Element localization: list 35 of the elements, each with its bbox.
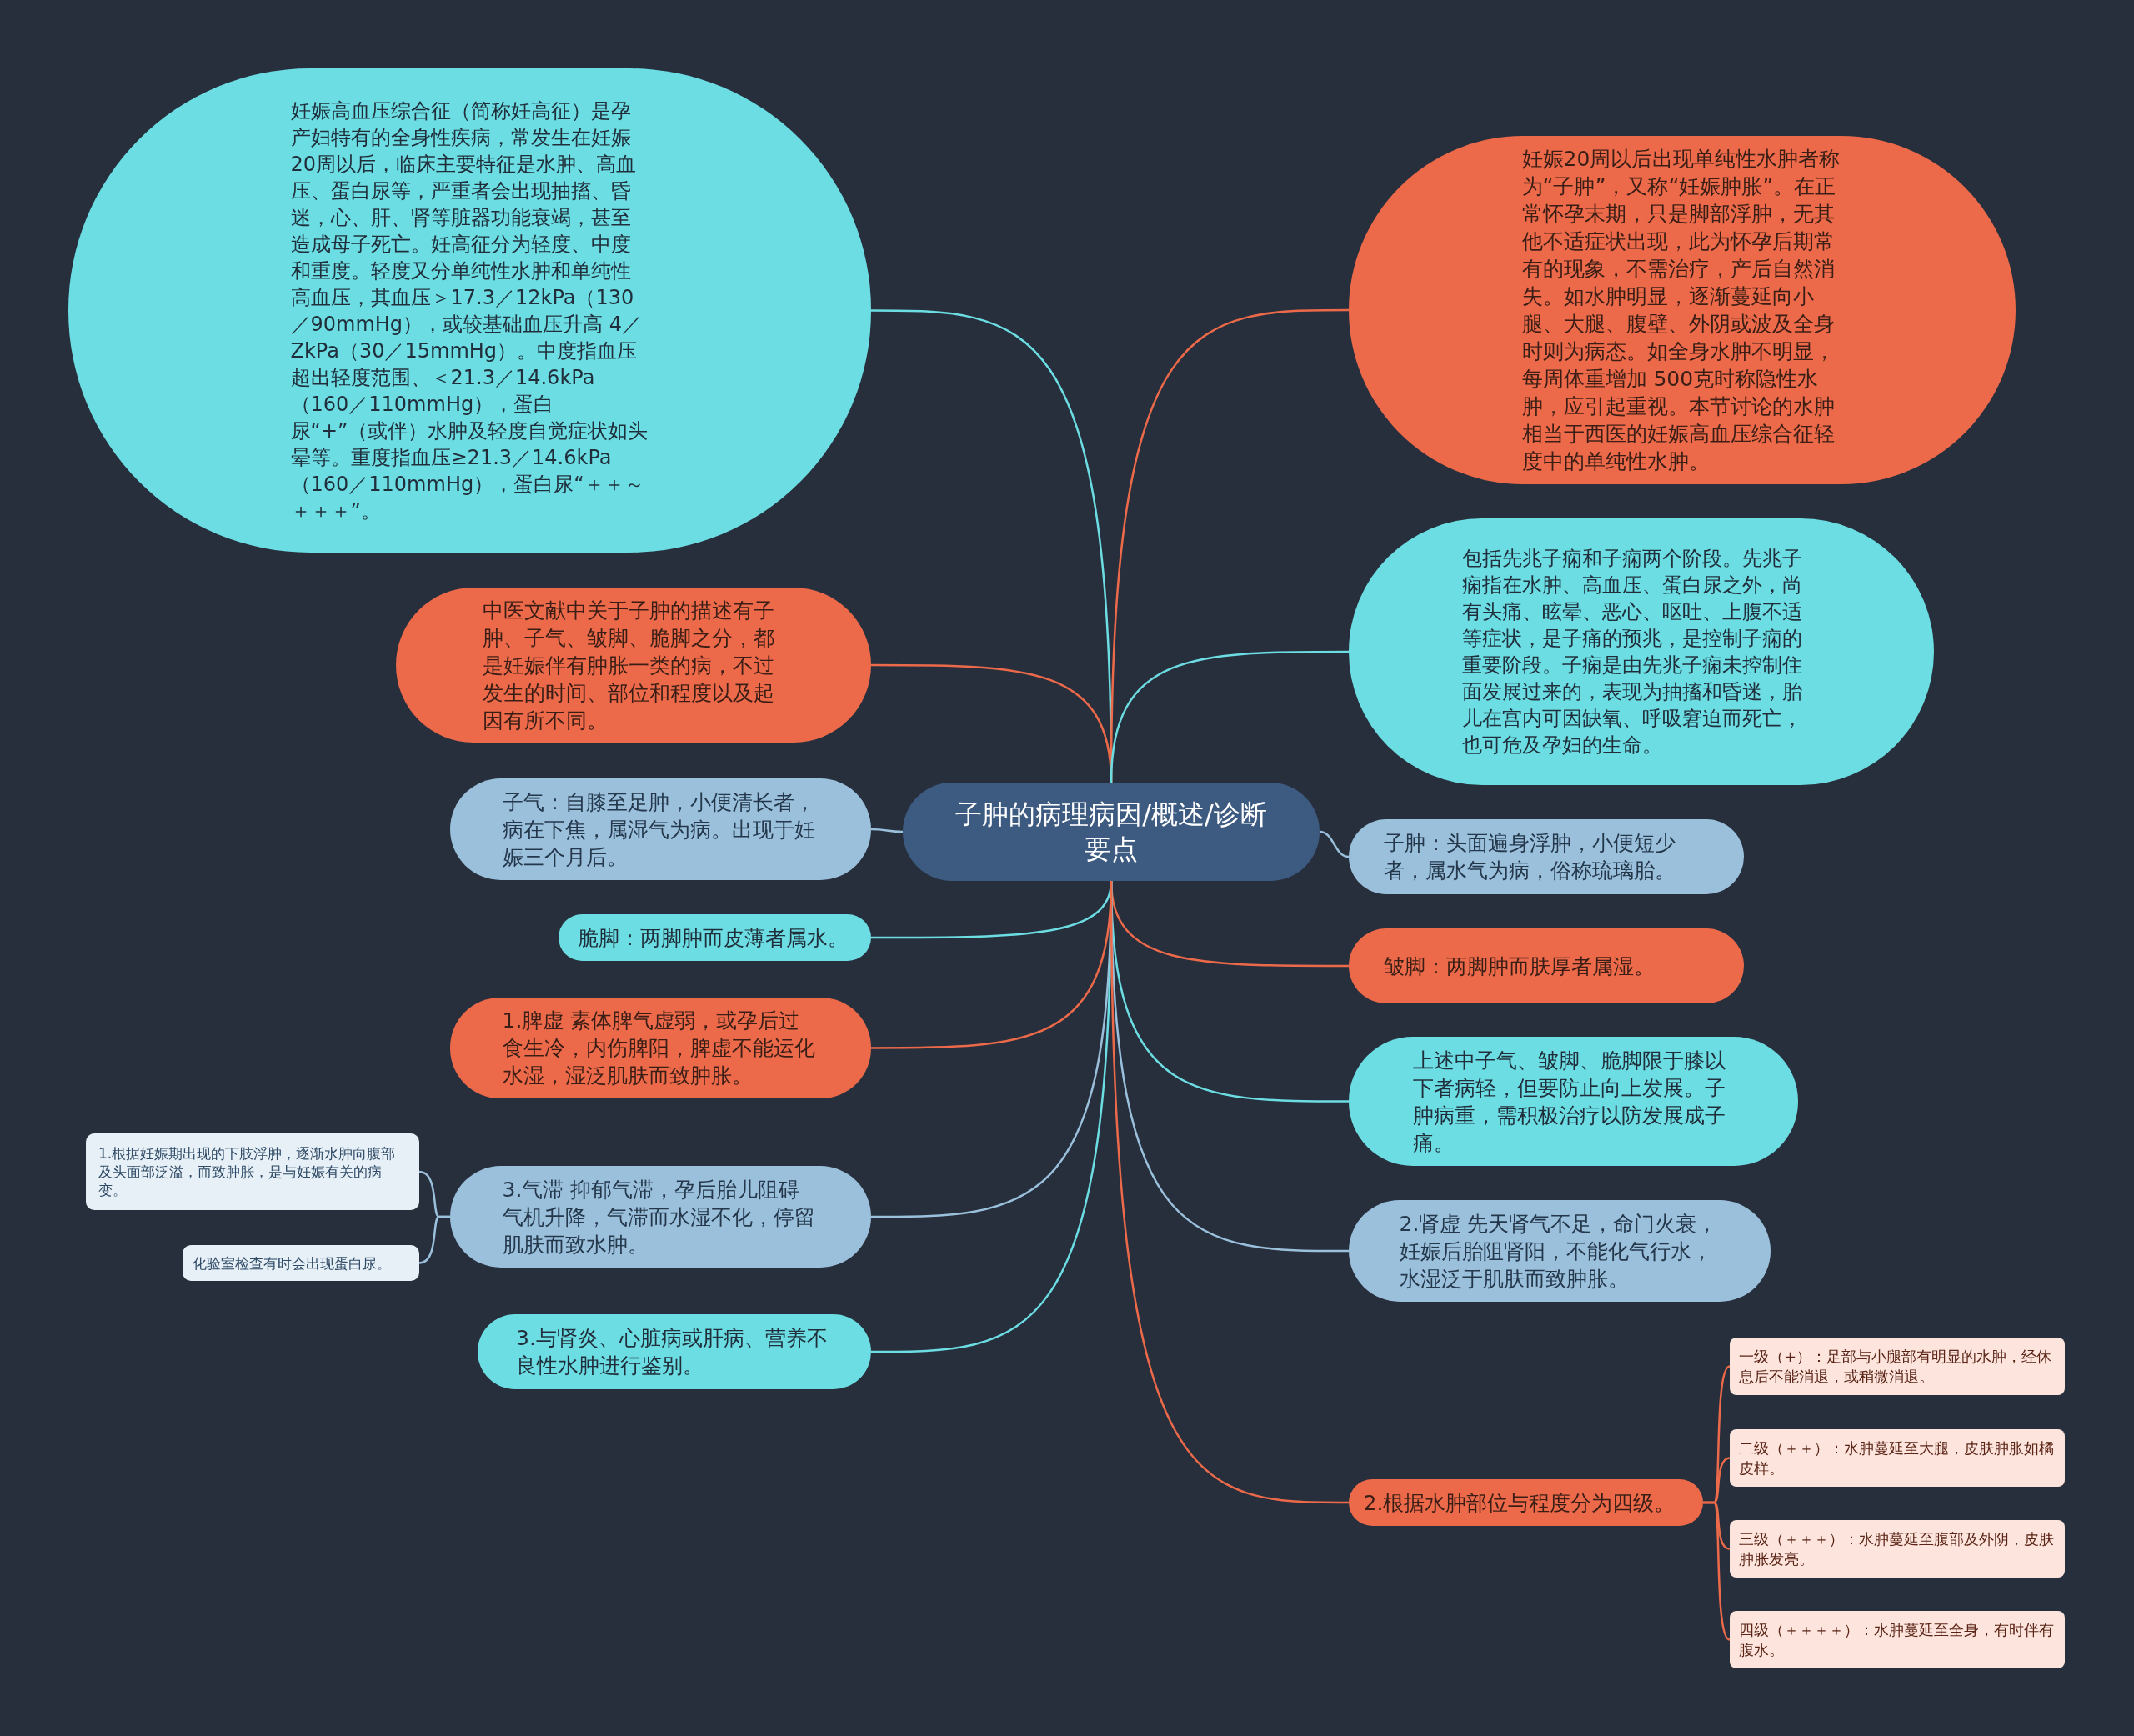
connector-line (1319, 830, 1350, 858)
topic-text: 3.气滞 抑郁气滞，孕后胎儿阻碍气机升降，气滞而水湿不化，停留肌肤而致水肿。 (502, 1176, 816, 1258)
topic-text: 脆脚：两脚肿而皮薄者属水。 (577, 924, 849, 952)
grade-text: 一级（+）：足部与小腿部有明显的水肿，经休息后不能消退，或稍微消退。 (1739, 1346, 2053, 1387)
connector-line (1110, 881, 1349, 1504)
topic-text: 1.脾虚 素体脾气虚弱，或孕后过食生冷，内伤脾阳，脾虚不能运化水湿，湿泛肌肤而致肿胀。 (502, 1008, 816, 1089)
topic-text: 子肿：头面遍身浮肿，小便短少者，属水气为病，俗称琉璃胎。 (1384, 830, 1676, 884)
grade-card (1730, 1338, 2065, 1395)
connector-line (1110, 650, 1349, 783)
topic-text: 皱脚：两脚肿而肤厚者属湿。 (1384, 953, 1656, 980)
topic-bubble (1349, 1479, 1703, 1526)
topic-text: 妊娠高血压综合征（简称妊高征）是孕产妇特有的全身性疾病，常发生在妊娠20周以后，临床主要特征是水肿、高血压、蛋白尿等，严重者会出现抽搐、昏迷，心、肝、肾等脏器功能衰竭，甚至造成母子死亡。妊高征分为轻度、中度和重度。轻度又分单纯性水肿和单纯性高血压，其血压＞17.3／12kPa（130／90mmHg），或较基础血压升高 4／ZkPa（30／15mmHg）。中度指血压超出轻度范围、＜21.3／14.6kPa（160／110mmHg），蛋白尿“+”（或伴）水肿及轻度自觉症状如头晕等。重度指血压≥21.3／14.6kPa（160／110mmHg），蛋白尿“＋＋～＋＋＋”。 (290, 98, 649, 524)
grade-text: 三级（＋＋＋）：水肿蔓延至腹部及外阴，皮肤肿胀发亮。 (1739, 1528, 2055, 1569)
topic-title: 子肿的病理病因/概述/诊断要点 (954, 798, 1268, 867)
connector-line (871, 828, 903, 833)
connector-line (418, 1215, 450, 1264)
topic-text: 3.与肾炎、心脏病或肝病、营养不良性水肿进行鉴别。 (516, 1325, 829, 1379)
topic-text: 妊娠20周以后出现单纯性水肿者称为“子肿”，又称“妊娠肿胀”。在正常怀孕末期，只是脚部浮肿，无其他不适症状出现，此为怀孕后期常有的现象，不需治疗，产后自然消失。如水肿明显，逐渐蔓延向小腿、大腿、腹壁、外阴或波及全身时则为病态。如全身水肿不明显，每周体重增加 500克时称隐性水肿，应引起重视。本节讨论的水肿相当于西医的妊娠高血压综合征轻度中的单纯性水肿。 (1521, 146, 1841, 475)
topic-text: 子气：自膝至足肿，小便清长者，病在下焦，属湿气为病。出现于妊娠三个月后。 (502, 788, 816, 871)
note-text: 1.根据妊娠期出现的下肢浮肿，逐渐水肿向腹部及头面部泛溢，而致肿胀，是与妊娠有关的病变。 (98, 1144, 397, 1199)
grade-card (1730, 1611, 2065, 1668)
note-card (183, 1245, 419, 1281)
topic-text: 2.肾虚 先天肾气不足，命门火衰，妊娠后胎阻肾阳，不能化气行水，水湿泛于肌肤而致肿胀。 (1399, 1210, 1719, 1293)
topic-text: 上述中子气、皱脚、脆脚限于膝以下者病轻，但要防止向上发展。子肿病重，需积极治疗以防发展成子痛。 (1413, 1047, 1726, 1157)
grade-text: 四级（＋＋＋＋）：水肿蔓延至全身，有时伴有腹水。 (1739, 1619, 2055, 1660)
note-text: 化验室检查有时会出现蛋白尿。 (193, 1253, 392, 1273)
grade-card (1730, 1429, 2065, 1487)
grade-card (1730, 1520, 2065, 1578)
note-card (86, 1133, 419, 1210)
grade-text: 二级（＋＋）：水肿蔓延至大腿，皮肤肿胀如橘皮样。 (1739, 1438, 2055, 1478)
topic-text: 中医文献中关于子肿的描述有子肿、子气、皱脚、脆脚之分，都是妊娠伴有肿胀一类的病，不过发生的时间、部位和程度以及起因有所不同。 (483, 597, 775, 734)
connector-line (1703, 1501, 1731, 1641)
topic-text: 2.根据水肿部位与程度分为四级。 (1363, 1489, 1676, 1517)
topic-bubble (559, 914, 871, 961)
topic-text: 包括先兆子痫和子痫两个阶段。先兆子痫指在水肿、高血压、蛋白尿之外，尚有头痛、眩晕、恶心、呕吐、上腹不适等症状，是子痛的预兆，是控制子痫的重要阶段。子痫是由先兆子痫未控制住面发展过来的，表现为抽搐和昏迷，胎儿在宫内可因缺氧、呼吸窘迫而死亡，也可危及孕妇的生命。 (1462, 546, 1803, 758)
